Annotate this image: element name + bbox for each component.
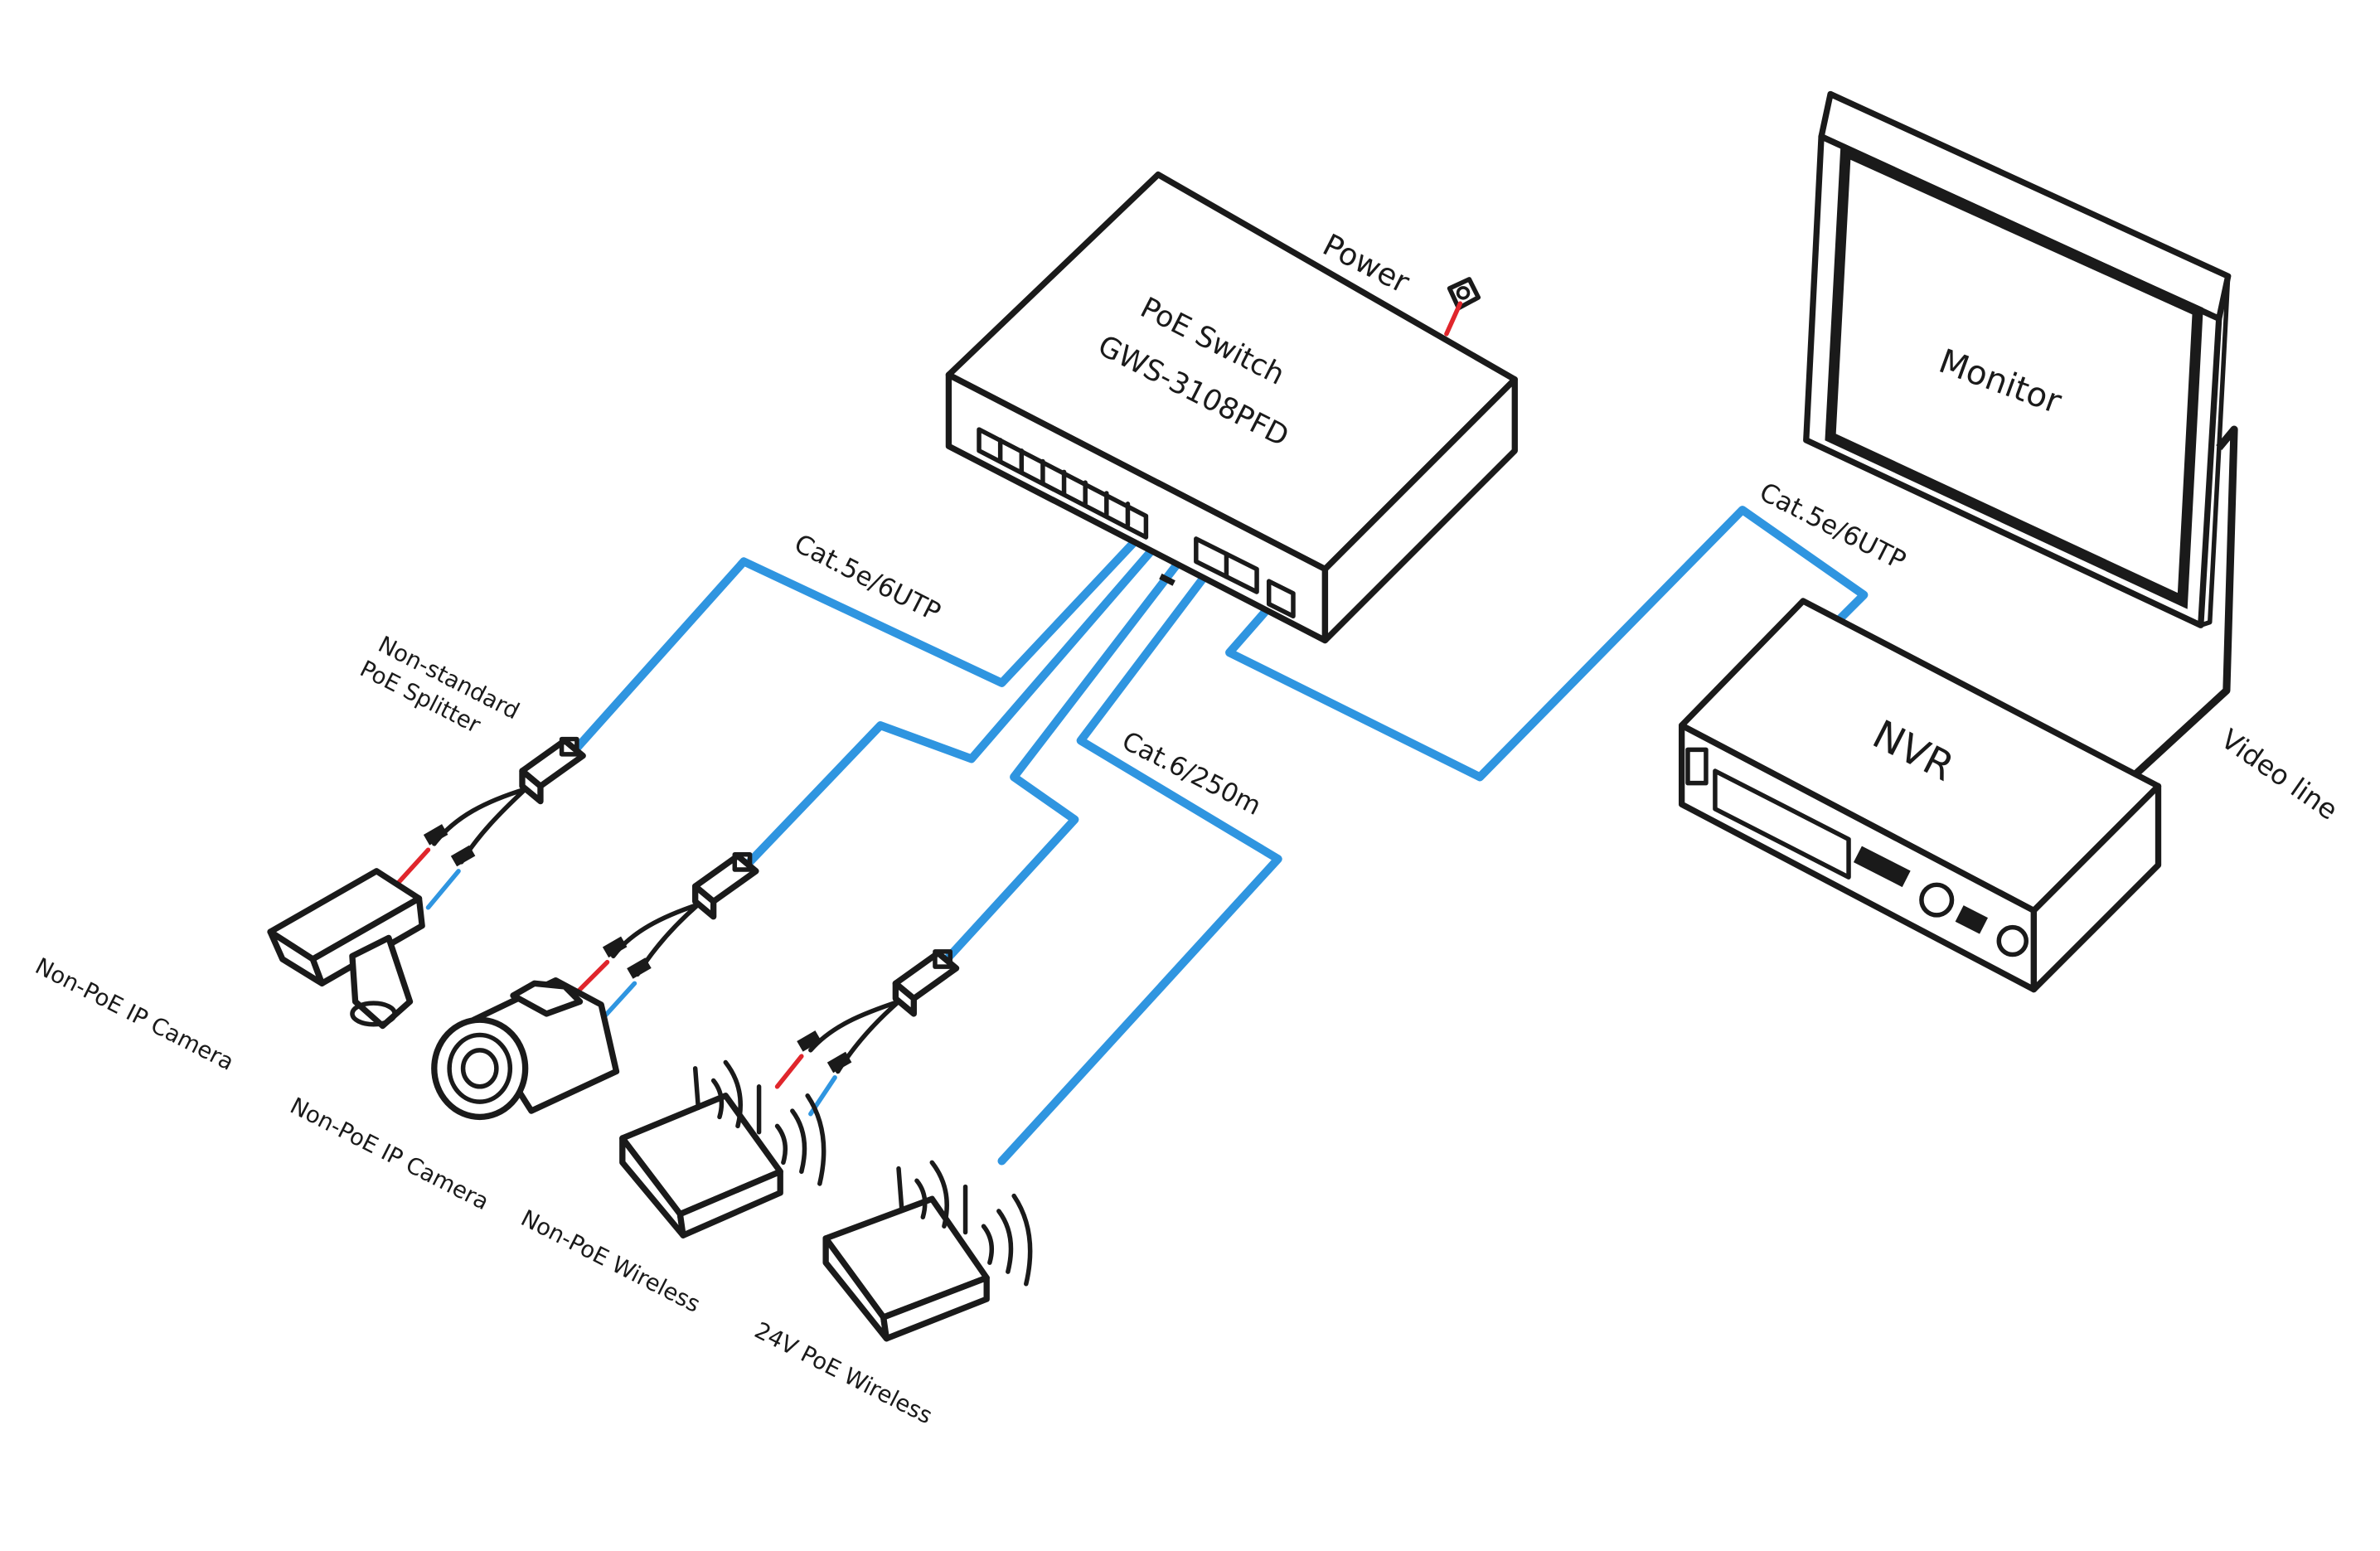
switch-uplink-ports: [1159, 536, 1296, 619]
monitor: [1803, 90, 2232, 628]
cable-switch-to-splitter-2: [742, 530, 1171, 870]
box-camera-icon: [267, 868, 425, 1030]
video-line-label: Video line: [2215, 723, 2344, 826]
cables: [571, 506, 1869, 1166]
switch-side-face: [1321, 376, 1518, 644]
monitor-screen: [1825, 143, 2203, 609]
poe-splitter-3: [774, 949, 960, 1117]
poe-switch: [945, 171, 1518, 644]
wireless-router-icon-2: [822, 1160, 1033, 1342]
wireless-router-icon-1: [619, 1059, 826, 1238]
bullet-camera-icon: [431, 977, 620, 1121]
nvr-drive-bay: [1713, 768, 1851, 880]
cable-switch-to-splitter-3: [939, 545, 1193, 967]
cable-switch-to-wireless-24v: [997, 563, 1282, 1166]
cable-label-1: Cat.5e/6UTP: [789, 529, 945, 628]
monitor-side: [2198, 274, 2231, 628]
power-plug-icon: [1444, 277, 1481, 337]
nvr-side-face: [2030, 783, 2162, 993]
nvr-dial: [1919, 882, 1955, 918]
poe-splitter-1: [395, 736, 586, 910]
cable-switch-to-splitter-1: [571, 526, 1149, 754]
nvr-power-knob: [1996, 924, 2029, 957]
switch-poe-ports: [977, 427, 1149, 540]
device-label-1: Non-PoE IP Camera: [31, 953, 237, 1076]
video-line-cable: [2130, 425, 2238, 780]
cable-switch-to-nvr: [1225, 506, 1869, 782]
nvr: [1678, 598, 2162, 993]
nvr-panel-buttons: [1853, 846, 1911, 888]
poe-splitter-2: [571, 851, 759, 1020]
device-label-4: 24V PoE Wireless: [750, 1318, 936, 1430]
cable-label-3: Cat.5e/6UTP: [1755, 477, 1911, 577]
